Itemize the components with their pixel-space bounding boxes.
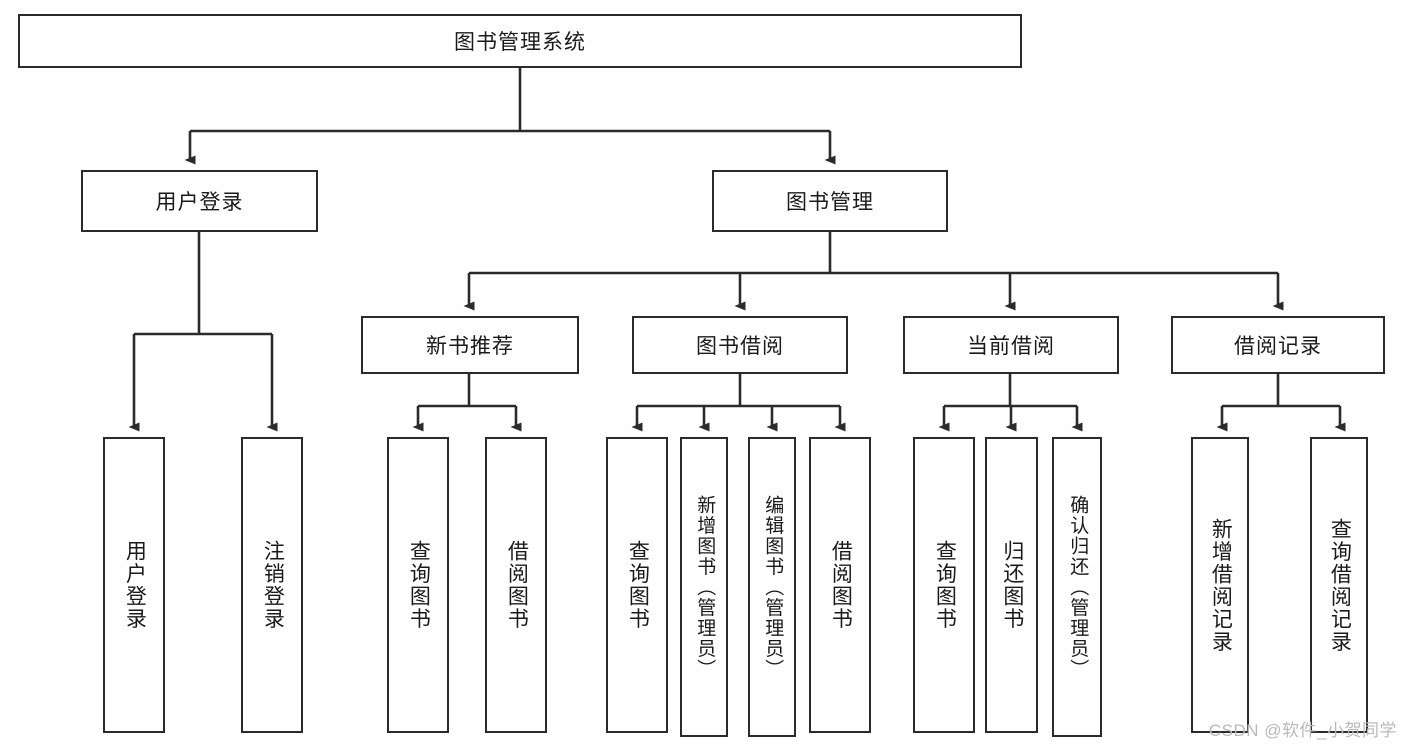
watermark-text: CSDN @软件_小贺同学 [1208, 721, 1397, 740]
node-label: 查询图书 [626, 540, 650, 630]
node-label: 用户登录 [123, 540, 147, 630]
node-book-management[interactable]: 图书管理 [712, 170, 948, 232]
node-label: 用户登录 [155, 191, 244, 214]
node-label: 图书借阅 [696, 335, 784, 358]
node-label: 借阅图书 [829, 540, 853, 630]
node-label: 借阅图书 [505, 540, 529, 630]
node-label: 编辑图书（管理员） [762, 494, 784, 680]
leaf-new-book-query-book[interactable]: 查询图书 [387, 437, 449, 733]
node-label: 新增借阅记录 [1209, 517, 1233, 653]
node-label: 注销登录 [261, 540, 285, 630]
leaf-current-borrow-confirm-return-admin[interactable]: 确认归还（管理员） [1052, 437, 1102, 737]
node-label: 归还图书 [1000, 540, 1024, 630]
node-label: 借阅记录 [1234, 335, 1322, 358]
node-label: 查询借阅记录 [1328, 517, 1352, 653]
node-label: 查询图书 [933, 540, 957, 630]
node-label: 确认归还（管理员） [1067, 494, 1089, 680]
node-label: 查询图书 [407, 540, 431, 630]
node-root-book-management-system[interactable]: 图书管理系统 [18, 14, 1022, 68]
node-borrow-record[interactable]: 借阅记录 [1171, 316, 1385, 374]
node-label: 当前借阅 [967, 335, 1055, 358]
node-user-login[interactable]: 用户登录 [81, 170, 318, 232]
node-label: 新书推荐 [426, 335, 514, 358]
leaf-book-borrow-edit-book-admin[interactable]: 编辑图书（管理员） [748, 437, 796, 737]
leaf-book-borrow-add-book-admin[interactable]: 新增图书（管理员） [680, 437, 728, 737]
node-book-borrow[interactable]: 图书借阅 [632, 316, 848, 374]
leaf-user-login-logout[interactable]: 注销登录 [241, 437, 303, 733]
leaf-current-borrow-query-book[interactable]: 查询图书 [913, 437, 975, 733]
node-label: 新增图书（管理员） [694, 494, 716, 680]
leaf-user-login-login[interactable]: 用户登录 [103, 437, 165, 733]
leaf-book-borrow-borrow-book[interactable]: 借阅图书 [809, 437, 871, 733]
node-new-book-recommend[interactable]: 新书推荐 [361, 316, 579, 374]
leaf-new-book-borrow-book[interactable]: 借阅图书 [485, 437, 547, 733]
node-label: 图书管理系统 [454, 31, 586, 54]
leaf-current-borrow-return-book[interactable]: 归还图书 [985, 437, 1038, 733]
node-label: 图书管理 [786, 191, 874, 214]
leaf-borrow-record-add-record[interactable]: 新增借阅记录 [1191, 437, 1249, 733]
node-current-borrow[interactable]: 当前借阅 [903, 316, 1119, 374]
leaf-borrow-record-query-record[interactable]: 查询借阅记录 [1310, 437, 1368, 733]
leaf-book-borrow-query-book[interactable]: 查询图书 [606, 437, 668, 733]
